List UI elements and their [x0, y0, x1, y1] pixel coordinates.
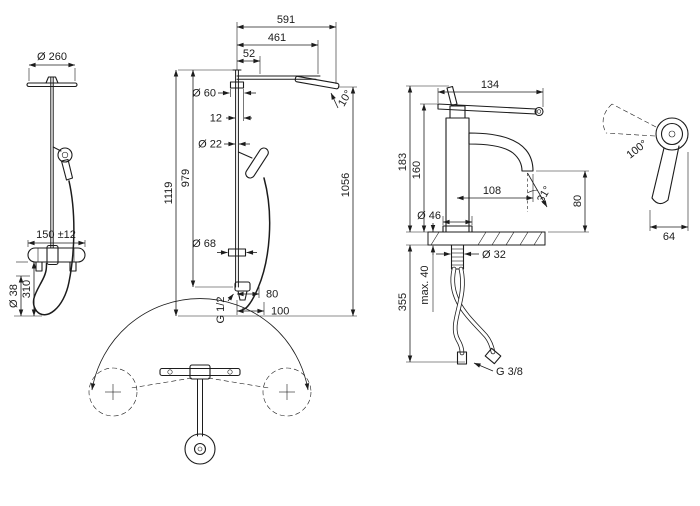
dim-label-swivel-angle: 100°	[624, 138, 649, 161]
dim-label-pipe-offset: 12	[210, 113, 222, 125]
basin-mixer-view: 31° 134 183 160 108	[397, 79, 589, 378]
dim-label-total-height: 1119	[163, 182, 175, 205]
dim-total-height-faucet: 183	[397, 85, 449, 233]
dim-label-handle-width: 134	[481, 79, 499, 91]
dim-head-diameter: Ø 260	[28, 51, 76, 81]
dim-label-arm-reach: 461	[268, 32, 286, 44]
dim-label-hose-length: 355	[397, 293, 409, 311]
dim-valve-width: 150 ±12	[27, 229, 86, 247]
dim-label-escutcheon-diameter: Ø 68	[192, 238, 216, 250]
dim-handle-length: 64	[649, 152, 689, 243]
dim-hose-length: 355	[397, 244, 465, 363]
shower-arm	[236, 75, 340, 90]
dim-head-height: 1056	[338, 86, 357, 317]
dim-label-outlet-thread: G 1/2	[215, 297, 227, 324]
outlet-elbow	[234, 281, 251, 301]
dim-label-outlet-reach: 80	[266, 289, 278, 301]
dim-escutcheon-diameter: Ø 68	[192, 238, 257, 255]
dim-label-total-height-faucet: 183	[397, 153, 409, 171]
handle-lever	[651, 145, 680, 205]
dim-label-valve-width: 150 ±12	[36, 229, 76, 241]
thermostat-valve	[27, 244, 86, 272]
swivel-position-left	[88, 367, 138, 417]
dim-label-hose-drop: 310	[21, 280, 33, 298]
mixer-body	[437, 85, 544, 233]
hand-shower	[52, 146, 74, 181]
hand-shower-side	[237, 147, 269, 179]
wall-escutcheon	[227, 248, 247, 257]
dim-label-head-angle: 10°	[336, 88, 355, 108]
arm-top	[197, 378, 203, 437]
dim-label-hose-loop-diameter: Ø 38	[8, 284, 20, 308]
dim-outlet-reach: 80	[236, 287, 278, 301]
dim-label-shank-diameter: Ø 32	[482, 249, 506, 261]
dim-spout-reach: 108	[456, 174, 534, 202]
supply-hoses	[450, 266, 502, 365]
dim-label-spout-reach: 108	[483, 185, 501, 197]
dim-label-outlet-height: 80	[572, 195, 584, 207]
dim-pipe-diameter: Ø 22	[198, 139, 250, 151]
dim-label-pipe-diameter: Ø 22	[198, 139, 222, 151]
dim-label-base-diameter: Ø 46	[417, 210, 441, 222]
dim-label-wall-offset: 52	[243, 48, 255, 60]
shower-hose-side	[242, 177, 271, 310]
dim-max-deck: max. 40	[419, 223, 436, 312]
riser-pipe-side	[229, 69, 245, 288]
dim-head-angle: 10°	[330, 88, 355, 109]
dim-label-stream-angle: 31°	[535, 184, 554, 204]
dim-handle-width: 134	[437, 79, 544, 107]
riser-pipe	[50, 76, 54, 249]
dim-overall-reach: 591	[236, 14, 337, 84]
handle-knob	[655, 117, 689, 151]
dim-wall-offset: 52	[236, 48, 261, 74]
dim-supply-thread: G 3/8	[473, 362, 523, 378]
dim-label-bar-height: 979	[180, 169, 192, 187]
dim-hose-loop: Ø 38 310	[8, 261, 42, 317]
wall-bar-top	[159, 364, 241, 380]
dim-shank-diameter: Ø 32	[436, 249, 506, 261]
threaded-shank	[450, 244, 465, 270]
dim-label-head-diameter: Ø 260	[37, 51, 67, 63]
dim-label-handle-length: 64	[663, 231, 675, 243]
swivel-arc	[90, 298, 310, 391]
dim-total-height: 1119	[163, 69, 357, 317]
dim-handle-height: 160	[411, 103, 438, 233]
dim-outlet-thread: G 1/2	[215, 293, 234, 324]
mounting-deck	[427, 231, 546, 246]
dim-label-connector-reach: 100	[271, 306, 289, 318]
shower-side-view: 591 461 52 10° Ø 60 12	[163, 14, 357, 323]
dim-stream-angle: 31°	[527, 172, 554, 212]
dim-label-overall-reach: 591	[277, 14, 295, 26]
handle-swivel-range: 100°	[602, 103, 657, 161]
dim-arm-reach: 461	[236, 32, 319, 74]
hand-shower-top	[184, 433, 216, 465]
handle-top-view: 100° 64	[602, 103, 689, 243]
dim-label-head-height: 1056	[340, 173, 352, 197]
dim-bar-height: 979	[180, 69, 233, 288]
shower-front-view: Ø 260	[8, 51, 86, 317]
dim-label-handle-height: 160	[411, 161, 423, 179]
shower-top-view	[88, 298, 312, 465]
dim-base-diameter: Ø 46	[417, 210, 473, 225]
dim-flange-diameter: Ø 60	[192, 88, 256, 121]
dim-label-flange-diameter: Ø 60	[192, 88, 216, 100]
dim-pipe-offset: 12	[210, 113, 252, 125]
mixer-spout	[468, 132, 534, 172]
dim-label-supply-thread: G 3/8	[496, 366, 523, 378]
shower-hose	[32, 180, 75, 316]
overhead-shower	[26, 76, 78, 88]
swivel-position-right	[262, 367, 312, 417]
dim-outlet-height: 80	[536, 170, 589, 233]
dim-label-max-deck: max. 40	[419, 265, 431, 304]
